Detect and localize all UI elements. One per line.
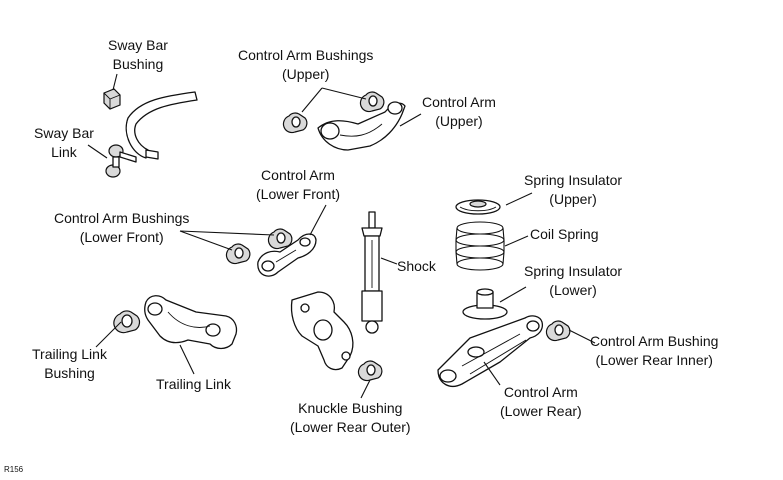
sway-bar-part xyxy=(125,91,198,160)
control-arm-bushing-lower-rear-inner-part xyxy=(545,320,571,342)
label-shock-line1: Shock xyxy=(397,258,436,274)
label-knuckle-bushing-lower-rear-outer-line1: Knuckle Bushing xyxy=(298,400,403,416)
control-arm-lower-rear-part xyxy=(437,315,544,387)
label-knuckle-bushing-lower-rear-outer: Knuckle Bushing (Lower Rear Outer) xyxy=(290,399,411,437)
leader-spring-insulator-upper xyxy=(505,192,533,206)
leader-trailing-link-bushing xyxy=(95,321,122,348)
label-spring-insulator-upper-line1: Spring Insulator xyxy=(524,172,623,188)
sway-bar-bushing-part xyxy=(103,88,121,110)
label-spring-insulator-lower: Spring Insulator (Lower) xyxy=(524,262,622,300)
trailing-link-part xyxy=(144,295,238,350)
leader-shock xyxy=(380,257,398,265)
label-trailing-link: Trailing Link xyxy=(156,375,231,394)
label-sway-bar-link: Sway Bar Link xyxy=(34,124,94,162)
label-sway-bar-bushing-line2: Bushing xyxy=(112,56,164,72)
label-coil-spring: Coil Spring xyxy=(530,225,598,244)
leader-control-arm-lower-front xyxy=(309,204,327,236)
label-spring-insulator-lower-line2: (Lower) xyxy=(549,282,597,298)
label-control-arm-upper: Control Arm (Upper) xyxy=(422,93,496,131)
label-knuckle-bushing-lower-rear-outer-line2: (Lower Rear Outer) xyxy=(290,419,411,435)
leader-bushings-lower-front-b xyxy=(179,230,275,236)
figure-code: R156 xyxy=(4,465,24,474)
label-control-arm-bushings-upper-line1: Control Arm Bushings xyxy=(238,47,374,63)
sway-bar-link-part xyxy=(105,144,137,178)
label-sway-bar-link-line2: Link xyxy=(51,144,77,160)
label-control-arm-bushings-upper-line2: (Upper) xyxy=(281,66,330,82)
label-control-arm-lower-front-line2: (Lower Front) xyxy=(256,186,341,202)
label-sway-bar-bushing-line1: Sway Bar xyxy=(108,37,168,53)
shock-part xyxy=(361,211,383,334)
label-spring-insulator-upper: Spring Insulator (Upper) xyxy=(524,171,622,209)
spring-insulator-upper-part xyxy=(455,199,501,215)
label-control-arm-bushing-lower-rear-inner: Control Arm Bushing (Lower Rear Inner) xyxy=(590,332,718,370)
leader-bushings-lower-front-a xyxy=(179,230,233,251)
label-sway-bar-link-line1: Sway Bar xyxy=(34,125,94,141)
label-trailing-link-bushing-line1: Trailing Link xyxy=(32,346,107,362)
label-control-arm-bushing-lower-rear-inner-line1: Control Arm Bushing xyxy=(590,333,719,349)
label-spring-insulator-lower-line1: Spring Insulator xyxy=(524,263,623,279)
label-shock: Shock xyxy=(397,257,436,276)
control-arm-upper-part xyxy=(317,101,406,151)
leader-sway-bar-link xyxy=(87,144,108,159)
control-arm-bushings-lower-front-part xyxy=(225,228,293,265)
leader-control-arm-lower-rear xyxy=(483,361,501,386)
label-control-arm-bushings-lower-front-line2: (Lower Front) xyxy=(79,229,164,245)
label-control-arm-bushings-lower-front-line1: Control Arm Bushings xyxy=(54,210,190,226)
leader-control-arm-upper xyxy=(399,113,422,127)
label-control-arm-lower-front: Control Arm (Lower Front) xyxy=(256,166,340,204)
leader-trailing-link xyxy=(179,344,195,375)
label-control-arm-bushings-upper: Control Arm Bushings (Upper) xyxy=(238,46,373,84)
coil-spring-part xyxy=(455,221,505,271)
knuckle-part xyxy=(290,291,354,371)
label-control-arm-bushings-lower-front: Control Arm Bushings (Lower Front) xyxy=(54,209,189,247)
control-arm-bushings-upper-part xyxy=(282,91,385,134)
knuckle-bushing-part xyxy=(357,360,383,382)
label-control-arm-upper-line1: Control Arm xyxy=(422,94,496,110)
leader-spring-insulator-lower xyxy=(499,286,527,303)
label-coil-spring-line1: Coil Spring xyxy=(530,226,599,242)
control-arm-lower-front-part xyxy=(257,233,317,277)
trailing-link-bushing-part xyxy=(113,310,141,334)
leader-knuckle-bushing xyxy=(360,379,371,399)
label-control-arm-upper-line2: (Upper) xyxy=(435,113,483,129)
leader-bushing-lower-rear-inner xyxy=(568,329,596,344)
label-control-arm-lower-rear-line2: (Lower Rear) xyxy=(500,403,582,419)
label-trailing-link-bushing: Trailing Link Bushing xyxy=(32,345,107,383)
leader-sway-bar-bushing xyxy=(112,73,118,91)
label-sway-bar-bushing: Sway Bar Bushing xyxy=(108,36,168,74)
label-control-arm-lower-rear-line1: Control Arm xyxy=(503,384,578,400)
label-control-arm-bushing-lower-rear-inner-line2: (Lower Rear Inner) xyxy=(595,352,713,368)
leader-coil-spring xyxy=(504,235,529,247)
leader-bushings-upper-left xyxy=(301,87,323,113)
label-trailing-link-line1: Trailing Link xyxy=(156,376,231,392)
label-control-arm-lower-rear: Control Arm (Lower Rear) xyxy=(500,383,582,421)
label-trailing-link-bushing-line2: Bushing xyxy=(44,365,95,381)
leader-lines xyxy=(87,73,596,399)
label-spring-insulator-upper-line2: (Upper) xyxy=(549,191,597,207)
spring-insulator-lower-part xyxy=(462,288,508,320)
label-control-arm-lower-front-line1: Control Arm xyxy=(261,167,335,183)
leader-bushings-upper-right xyxy=(321,87,367,100)
